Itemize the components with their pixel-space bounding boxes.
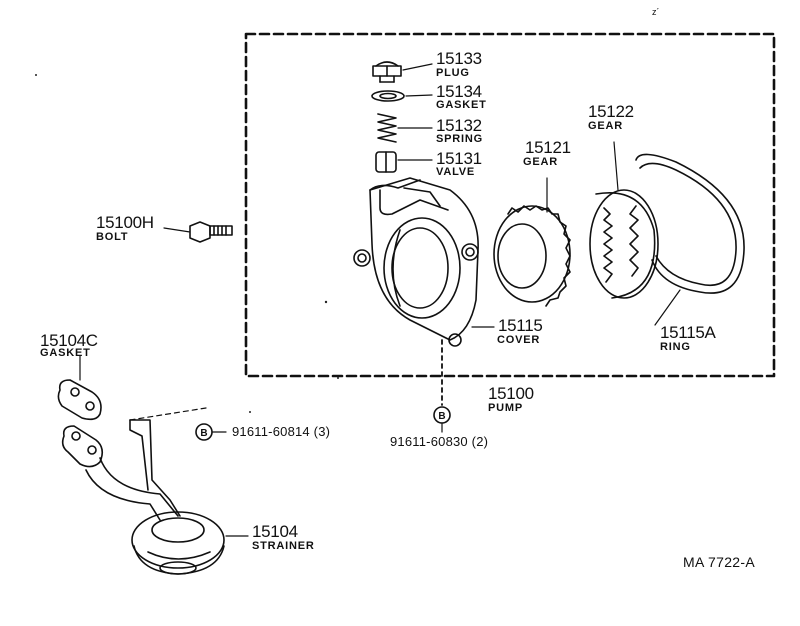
spring-part <box>377 113 397 143</box>
fastener-left-part-number[interactable]: 91611-60814 (3) <box>232 424 331 439</box>
callout-strainer-number[interactable]: 15104 <box>252 522 298 541</box>
leader-lines <box>79 63 681 537</box>
callout-pump-number[interactable]: 15100 <box>488 384 534 403</box>
fastener-marker-lower <box>433 406 451 433</box>
callout-cover-number[interactable]: 15115 <box>498 316 543 335</box>
diagram-code: MA 7722-A <box>683 554 755 570</box>
plug-part <box>372 61 402 83</box>
strainer-part <box>61 407 225 575</box>
callout-gasket-c-name: GASKET <box>40 347 91 359</box>
stray-mark: z´ <box>652 7 660 17</box>
pump-assembly-box <box>244 32 776 378</box>
callout-gasket-number[interactable]: 15134 <box>436 82 482 101</box>
callout-cover-name: COVER <box>497 334 541 346</box>
scan-specks <box>35 74 339 413</box>
callout-gear-driven-number[interactable]: 15121 <box>525 138 571 157</box>
callout-spring-number[interactable]: 15132 <box>436 116 482 135</box>
strainer-gasket-part <box>57 379 102 421</box>
callout-plug-name: PLUG <box>436 67 470 79</box>
callout-gear-drive-number[interactable]: 15122 <box>588 102 634 121</box>
bolt-part <box>189 221 233 243</box>
callout-bolt-number[interactable]: 15100H <box>96 213 154 232</box>
callout-valve-number[interactable]: 15131 <box>436 149 482 168</box>
callout-gear-driven-name: GEAR <box>523 156 558 168</box>
callout-bolt-name: BOLT <box>96 231 129 243</box>
fastener-lower-part-number[interactable]: 91611-60830 (2) <box>390 434 489 449</box>
driven-gear-part <box>493 205 571 307</box>
callout-pump-name: PUMP <box>488 402 523 414</box>
gasket-washer-part <box>371 90 405 102</box>
valve-part <box>375 151 397 173</box>
callout-spring-name: SPRING <box>436 133 483 145</box>
fastener-marker-lower-letter: B <box>438 411 445 422</box>
pump-cover-part <box>353 177 479 347</box>
o-ring-part <box>635 153 745 294</box>
callout-gasket-c-number[interactable]: 15104C <box>40 331 98 350</box>
callout-gasket-name: GASKET <box>436 99 487 111</box>
callout-valve-name: VALVE <box>436 166 476 178</box>
callout-plug-number[interactable]: 15133 <box>436 49 482 68</box>
callout-ring-number[interactable]: 15115A <box>660 323 716 342</box>
callout-strainer-name: STRAINER <box>252 540 315 552</box>
callout-gear-drive-name: GEAR <box>588 120 623 132</box>
drive-gear-part <box>589 189 659 299</box>
callout-ring-name: RING <box>660 341 691 353</box>
fastener-marker-left <box>195 423 227 441</box>
fastener-marker-left-letter: B <box>200 428 207 439</box>
